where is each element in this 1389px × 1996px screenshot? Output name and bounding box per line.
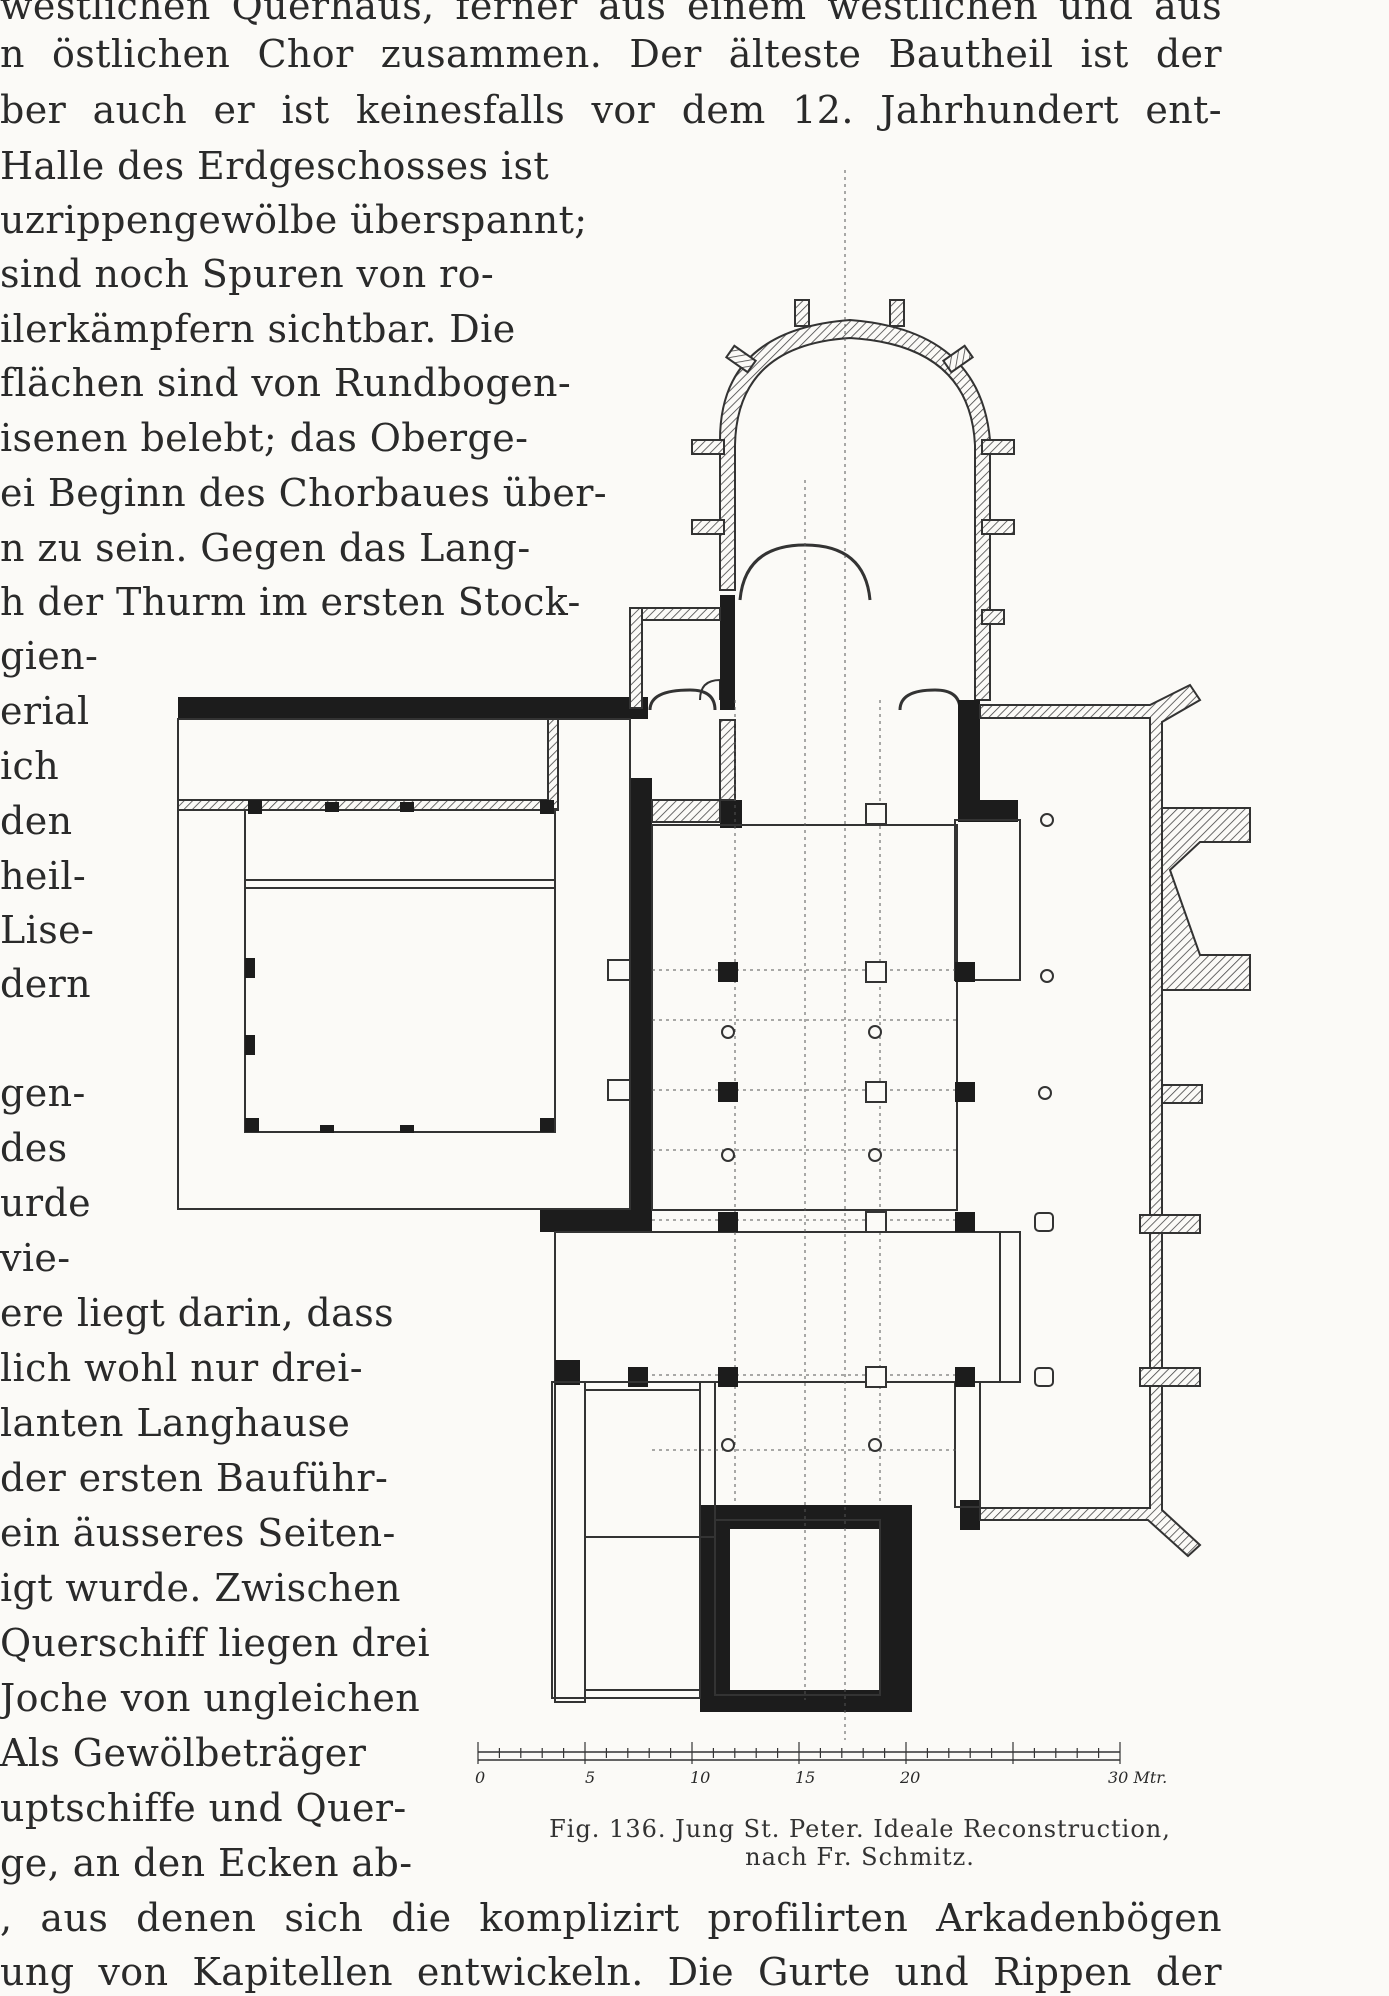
scale-label: 30 Mtr. [1108,1768,1168,1787]
scale-label: 0 [475,1768,486,1787]
scale-ticks [477,1742,1121,1764]
text-line: heil- [0,854,87,898]
text-line: n zu sein. Gegen das Lang- [0,526,531,570]
nave-piers-open [721,803,887,1452]
side-apse-north [648,688,717,711]
text-line: ei Beginn des Chorbaues über- [0,471,608,515]
west-choir [551,1381,881,1699]
text-line: ich [0,744,60,788]
text-line: n östlichen Chor zusammen. Der älteste B… [0,32,1222,76]
text-line: ein äusseres Seiten- [0,1511,396,1555]
text-line: vie- [0,1236,71,1280]
text-line: des [0,1126,68,1170]
text-line: Lise- [0,908,95,952]
text-line: lanten Langhause [0,1401,351,1445]
text-line: lich wohl nur drei- [0,1346,364,1390]
text-line: ung von Kapitellen entwickeln. Die Gurte… [0,1950,1222,1994]
text-line: flächen sind von Rundbogen- [0,361,572,405]
text-line: igt wurde. Zwischen [0,1566,401,1610]
text-line: westlichen Querhaus, ferner aus einem we… [0,0,1222,28]
scale-label: 10 [690,1768,711,1787]
text-line: Querschiff liegen drei [0,1621,430,1665]
text-line: dern [0,962,92,1006]
text-line: erial [0,689,90,733]
figure-caption-sub: nach Fr. Schmitz. [745,1843,975,1871]
scale-label: 15 [795,1768,816,1787]
text-line: isenen belebt; das Oberge- [0,416,529,460]
text-line: sind noch Spuren von ro- [0,252,495,296]
scale-label: 20 [900,1768,921,1787]
scale-label: 5 [585,1768,596,1787]
nave [554,819,1021,1703]
east-apse [691,299,1015,701]
figure-caption: Fig. 136. Jung St. Peter. Ideale Reconst… [549,1815,1171,1843]
text-line: gen- [0,1071,86,1115]
romanesque-walls [178,595,1018,1712]
south-aisle [979,683,1251,1558]
text-line: , aus denen sich die komplizirt profilir… [0,1896,1222,1940]
text-line: ilerkämpfern sichtbar. Die [0,307,516,351]
text-line: gien- [0,634,99,678]
south-aisle-columns [1034,813,1054,1387]
text-line: Halle des Erdgeschosses ist [0,144,550,188]
nave-piers [555,962,975,1387]
text-line: Joche von ungleichen [0,1676,421,1720]
text-line: der ersten Bauführ- [0,1456,389,1500]
nave-grid [652,170,960,1740]
text-line: ber auch er ist keinesfalls vor dem 12. … [0,88,1222,132]
text-line: ere liegt darin, dass [0,1291,395,1335]
text-line: urde [0,1181,92,1225]
narthex-piers [245,800,554,1133]
text-line: uzrippengewölbe überspannt; [0,198,588,242]
text-line: den [0,799,73,843]
text-line: Als Gewölbeträger [0,1731,367,1775]
text-line: uptschiffe und Quer- [0,1786,407,1830]
text-line: h der Thurm im ersten Stock- [0,580,581,624]
text-line: ge, an den Ecken ab- [0,1841,413,1885]
north-tower [629,607,736,823]
side-apse-south [898,688,962,711]
